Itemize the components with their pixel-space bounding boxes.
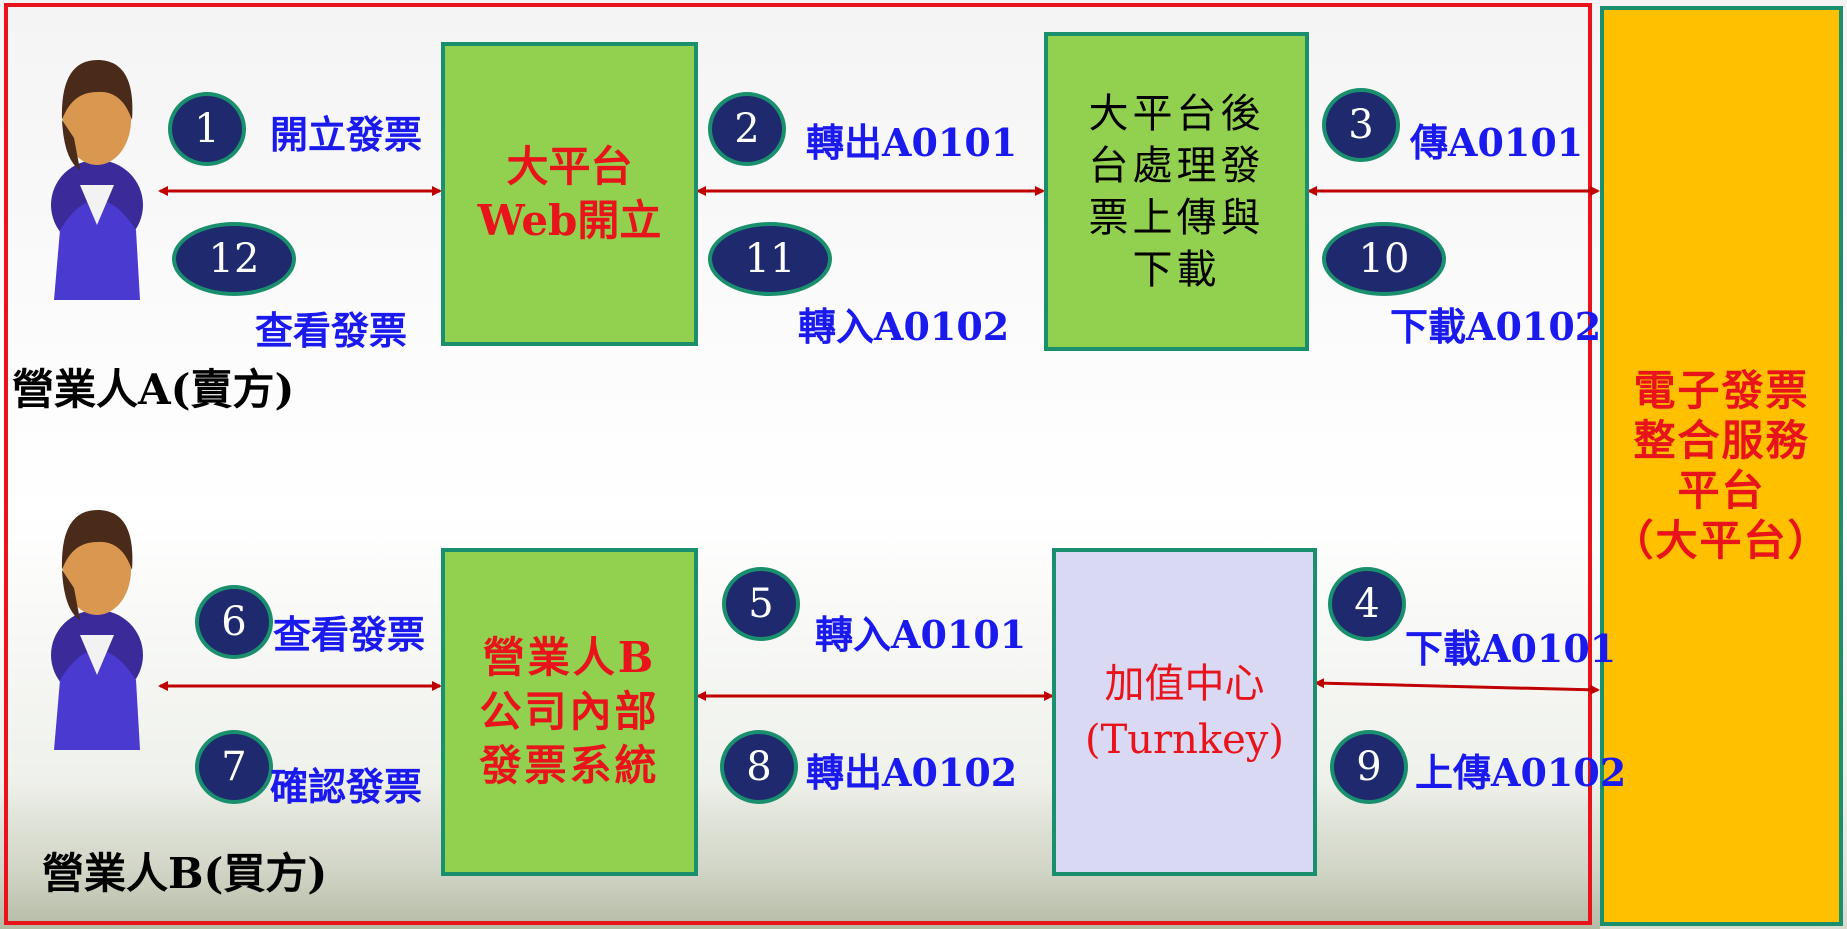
step-7-label: 確認發票 [270, 764, 423, 809]
company-system-box: 營業人B 公司內部 發票系統 [441, 548, 698, 876]
step-9-badge: 9 [1330, 730, 1408, 804]
step-4-badge: 4 [1328, 567, 1406, 641]
step-11-label: 轉入A0102 [798, 304, 1010, 349]
web-platform-box: 大平台 Web開立 [441, 42, 698, 346]
step-6-badge: 6 [195, 585, 273, 659]
arrow-turnkey-platform [1314, 678, 1600, 695]
step-1-badge: 1 [168, 92, 246, 166]
step-10-badge: 10 [1322, 222, 1446, 296]
buyer-label: 營業人B(買方) [42, 849, 328, 898]
step-2-label: 轉出A0101 [806, 120, 1018, 165]
step-6-label: 查看發票 [273, 612, 426, 657]
step-5-badge: 5 [722, 567, 800, 641]
step-1-label: 開立發票 [270, 112, 423, 157]
backend-box: 大平台後 台處理發 票上傳與 下載 [1044, 32, 1309, 351]
step-10-label: 下載A0102 [1390, 304, 1602, 349]
step-8-badge: 8 [720, 730, 798, 804]
seller-label: 營業人A(賣方) [12, 365, 295, 414]
step-12-label: 查看發票 [255, 308, 408, 353]
step-4-label: 下載A0101 [1405, 626, 1617, 671]
step-5-label: 轉入A0101 [815, 612, 1027, 657]
process-frame [4, 3, 1592, 925]
step-3-label: 傳A0101 [1410, 120, 1584, 165]
step-7-badge: 7 [195, 730, 273, 804]
step-12-badge: 12 [172, 222, 296, 296]
integration-platform-box: 電子發票 整合服務 平台 （大平台） [1600, 6, 1843, 926]
step-8-label: 轉出A0102 [806, 750, 1018, 795]
backend-label: 大平台後 台處理發 票上傳與 下載 [1088, 90, 1265, 293]
background-ground [0, 780, 1600, 929]
step-2-badge: 2 [708, 92, 786, 166]
web-platform-label: 大平台 Web開立 [477, 142, 662, 245]
company-system-label: 營業人B 公司內部 發票系統 [479, 633, 660, 790]
step-3-badge: 3 [1322, 88, 1400, 162]
integration-platform-label: 電子發票 整合服務 平台 （大平台） [1611, 366, 1832, 565]
step-11-badge: 11 [708, 222, 832, 296]
seller-person-icon [51, 59, 143, 300]
step-9-label: 上傳A0102 [1415, 750, 1627, 795]
buyer-person-icon [51, 509, 143, 750]
turnkey-box: 加值中心 (Turnkey) [1052, 548, 1317, 876]
turnkey-label: 加值中心 (Turnkey) [1084, 661, 1285, 763]
